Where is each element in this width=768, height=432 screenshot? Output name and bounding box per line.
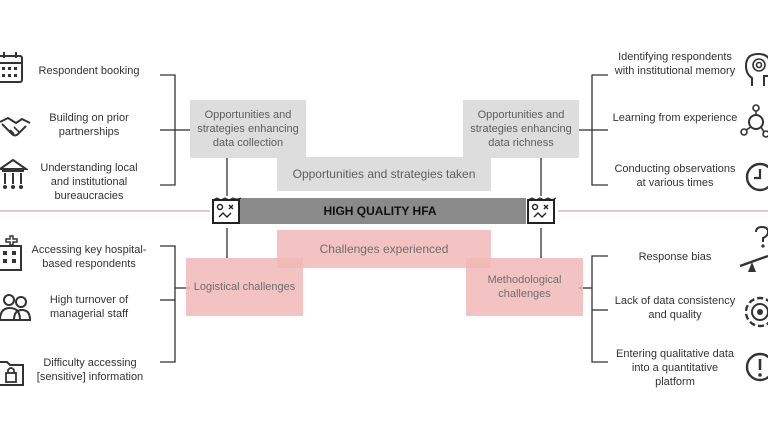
item-staff-turnover: High turnover of managerial staff [49,294,129,320]
box-data-collection: Opportunities and strategies enhancing d… [190,100,306,158]
handshake-icon [0,112,32,147]
box-data-richness: Opportunities and strategies enhancing d… [463,100,579,158]
calendar-icon [0,50,26,91]
item-bureaucracies: Understanding local and institutional bu… [40,162,138,202]
item-learning-experience: Learning from experience [612,112,738,124]
strategy-map-icon-left [211,197,242,230]
item-respondent-booking: Respondent booking [38,65,140,77]
item-qualitative-data: Entering qualitative data into a quantit… [615,348,735,388]
item-response-bias: Response bias [638,251,712,263]
item-hospital-respondents: Accessing key hospital-based respondents [31,244,147,270]
high-quality-hfa-bar: HIGH QUALITY HFA [234,198,526,224]
challenges-label: Challenges experienced [277,230,491,268]
people-icon [0,292,32,329]
item-prior-partnerships: Building on prior partnerships [49,112,129,138]
box-logistical: Logistical challenges [186,258,303,316]
item-data-consistency: Lack of data consistency and quality [614,295,736,321]
locked-folder-icon [0,356,26,393]
item-sensitive-information: Difficulty accessing [sensitive] informa… [36,357,144,383]
opportunities-label: Opportunities and strategies taken [277,157,491,191]
box-methodological: Methodological challenges [466,258,583,316]
hospital-icon [0,234,26,277]
strategy-map-icon-right [526,197,557,230]
institution-icon [0,158,30,197]
item-observations: Conducting observations at various times [614,163,736,189]
item-institutional-memory: Identifying respondents with institution… [614,51,736,77]
balance-question-icon [738,225,768,279]
network-icon [740,104,768,147]
alert-icon [744,350,768,389]
target-gear-icon [742,294,768,335]
clock-icon [744,160,768,199]
head-memory-icon [744,52,768,93]
